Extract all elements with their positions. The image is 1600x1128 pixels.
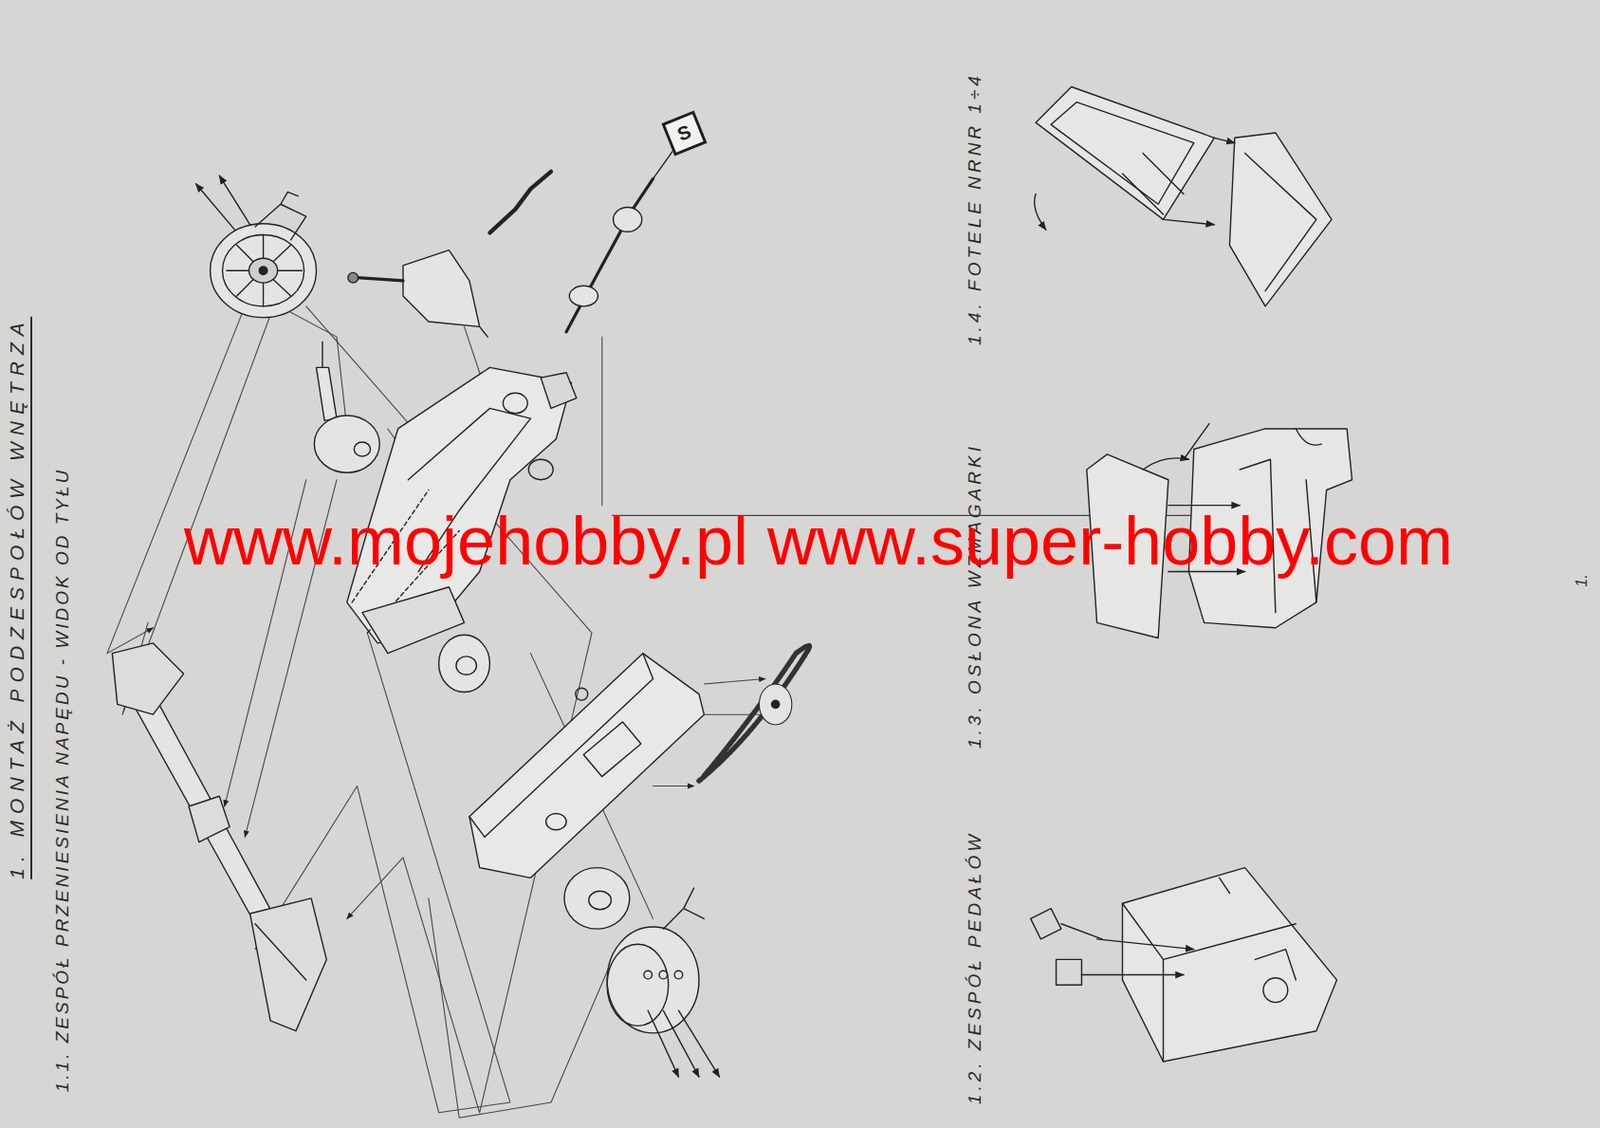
brake-drum bbox=[196, 175, 317, 318]
drive-chain bbox=[698, 645, 810, 782]
chain-case bbox=[469, 653, 704, 879]
axle-tube bbox=[111, 643, 327, 1031]
section-heading: 1.1. ZESPÓŁ PRZENIESIENIA NAPĘDU - WIDOK… bbox=[52, 467, 74, 1093]
wheel-hub bbox=[606, 887, 719, 1077]
seat-drawing bbox=[1034, 87, 1332, 307]
section-heading: 1.2. ZESPÓŁ PEDAŁÓW bbox=[964, 830, 986, 1104]
section-heading: 1.4. FOTELE NRNR 1÷4 bbox=[964, 72, 986, 346]
pedal-drawing bbox=[1030, 867, 1338, 1062]
page-number: 1. bbox=[1573, 573, 1591, 587]
page-heading: 1. MONTAŻ PODZESPOŁÓW WNĘTRZA bbox=[5, 315, 33, 879]
box-letter: S bbox=[674, 120, 695, 146]
watermark: www.mojehobby.pl www.super-hobby.com bbox=[183, 501, 1453, 580]
marker-box: S bbox=[661, 110, 707, 156]
leader-lines bbox=[107, 295, 1210, 1118]
cardan-shaft bbox=[566, 143, 679, 332]
gear-lever bbox=[348, 171, 552, 337]
half-shaft bbox=[313, 341, 380, 473]
section-heading: 1.3. OSŁONA WZMAGARKI bbox=[964, 442, 986, 749]
